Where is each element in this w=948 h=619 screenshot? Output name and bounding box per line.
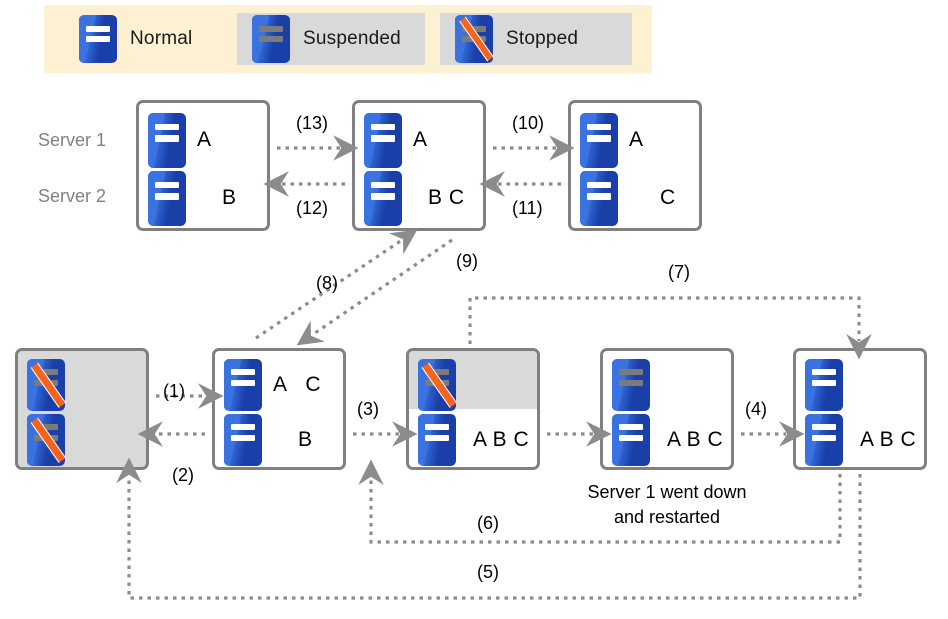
server-icon-normal: [612, 413, 650, 466]
server-icon-stopped: [27, 413, 66, 466]
bottom-box-1-server2: [27, 412, 76, 467]
server-icon-normal: [148, 170, 186, 226]
top-box-1-server2: B: [148, 169, 237, 227]
server-icon-normal: [224, 358, 262, 411]
server-icon-normal: [580, 170, 618, 226]
top-box-2-server1: A: [364, 111, 428, 169]
top-box-3-server2: C: [580, 169, 676, 227]
step-label-5: (5): [477, 562, 499, 582]
legend-label-stopped: Stopped: [506, 28, 579, 49]
bottom-box-1-server1: [27, 357, 76, 412]
legend-label-normal: Normal: [130, 28, 193, 49]
legend-item-stopped: Stopped: [440, 13, 632, 65]
step-label-12: (12): [296, 198, 329, 218]
step-label-9: (9): [456, 251, 478, 271]
bottom-box-5-server2-labels: A B C: [860, 427, 917, 451]
bottom-box-2-server2-labels: B: [298, 427, 313, 451]
legend-label-suspended: Suspended: [303, 28, 401, 49]
server-icon-normal: [79, 15, 117, 63]
bottom-box-3: A B C: [406, 348, 540, 470]
row-label-server1: Server 1: [38, 130, 107, 150]
bottom-box-3-server1: [418, 357, 467, 412]
bottom-box-3-server2-labels: A B C: [473, 427, 530, 451]
legend-item-normal: Normal: [64, 13, 227, 65]
arrow-7: [468, 296, 872, 360]
step-label-2: (2): [172, 465, 194, 485]
bottom-box-5: A B C: [793, 348, 927, 470]
top-box-2: A B C: [352, 100, 486, 231]
server-icon-normal: [418, 413, 456, 466]
step-label-6: (6): [477, 513, 499, 533]
arrow-9: [296, 238, 453, 346]
bottom-box-2-server2: B: [224, 412, 313, 467]
top-box-1-server1-labels: A: [197, 128, 212, 151]
server-icon-suspended: [252, 15, 290, 63]
server-icon-normal: [364, 170, 402, 226]
server-icon-normal: [224, 413, 262, 466]
bottom-box-2-server1-labels: A C: [273, 372, 322, 396]
server-icon-normal: [805, 413, 843, 466]
arrow-8: [255, 229, 418, 340]
bottom-box-2-server1: A C: [224, 357, 321, 412]
bottom-box-5-server1: [805, 357, 854, 412]
top-box-1-server2-labels: B: [222, 186, 237, 209]
server-icon-normal: [364, 112, 402, 168]
top-box-3-server1: A: [580, 111, 644, 169]
top-box-2-server2: B C: [364, 169, 465, 227]
step-label-13: (13): [296, 113, 329, 133]
bottom-box-4-server1: [612, 357, 661, 412]
step-label-4: (4): [745, 399, 767, 419]
bottom-box-4: A B C: [600, 348, 734, 470]
top-box-3-server1-labels: A: [629, 128, 644, 151]
server-icon-suspended: [612, 358, 650, 411]
step-label-1: (1): [163, 381, 185, 401]
step-label-11: (11): [512, 198, 543, 218]
bottom-box-4-server2: A B C: [612, 412, 723, 467]
server-icon-stopped: [455, 15, 494, 63]
row-label-server2: Server 2: [38, 186, 107, 206]
server-icon-normal: [805, 358, 843, 411]
bottom-box-3-server2: A B C: [418, 412, 529, 467]
server-icon-normal: [148, 112, 186, 168]
step-label-8: (8): [316, 273, 338, 293]
server-icon-stopped: [418, 358, 457, 411]
legend-item-suspended: Suspended: [237, 13, 425, 65]
top-box-2-server2-labels: B C: [428, 186, 465, 209]
top-box-1-server1: A: [148, 111, 212, 169]
caption-server1-restart: Server 1 went down and restarted: [587, 482, 747, 527]
bottom-box-2: A C B: [212, 348, 346, 470]
server-icon-normal: [580, 112, 618, 168]
top-box-2-server1-labels: A: [413, 128, 428, 151]
legend-panel: Normal Suspended Stopped: [44, 5, 652, 73]
step-label-3: (3): [357, 399, 379, 419]
server-icon-stopped: [27, 358, 66, 411]
top-box-1: A B: [136, 100, 270, 231]
bottom-box-5-server2: A B C: [805, 412, 916, 467]
bottom-box-1: [15, 348, 149, 470]
step-label-7: (7): [668, 262, 690, 282]
arrow-6: [358, 459, 842, 544]
bottom-box-4-server2-labels: A B C: [667, 427, 724, 451]
top-box-3: A C: [568, 100, 702, 231]
top-box-3-server2-labels: C: [660, 186, 676, 209]
step-label-10: (10): [512, 113, 545, 133]
arrow-5: [116, 457, 862, 600]
